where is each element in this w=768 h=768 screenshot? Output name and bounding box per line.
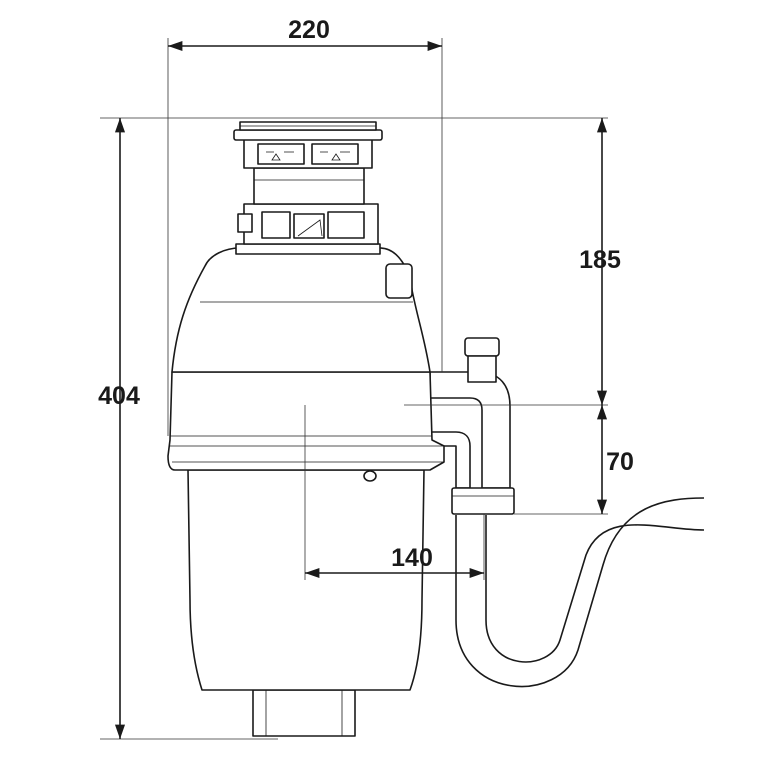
extension-lines <box>100 38 608 740</box>
dim-70-label: 70 <box>606 448 634 476</box>
outlet-elbow <box>429 337 515 515</box>
mounting-ring <box>235 167 381 255</box>
dimension-labels: 220 404 185 70 140 <box>98 16 634 572</box>
dim-185-label: 185 <box>579 246 621 274</box>
dim-width-label: 220 <box>288 16 330 44</box>
sink-flange <box>233 121 383 169</box>
upper-dome <box>171 247 431 373</box>
s-trap-pipe <box>455 497 705 688</box>
lower-chamber <box>187 469 425 691</box>
bottom-stub <box>252 689 356 737</box>
dim-height-label: 404 <box>98 382 140 410</box>
dimension-lines <box>114 40 608 739</box>
middle-band <box>167 371 445 482</box>
dim-140-label: 140 <box>391 544 433 572</box>
